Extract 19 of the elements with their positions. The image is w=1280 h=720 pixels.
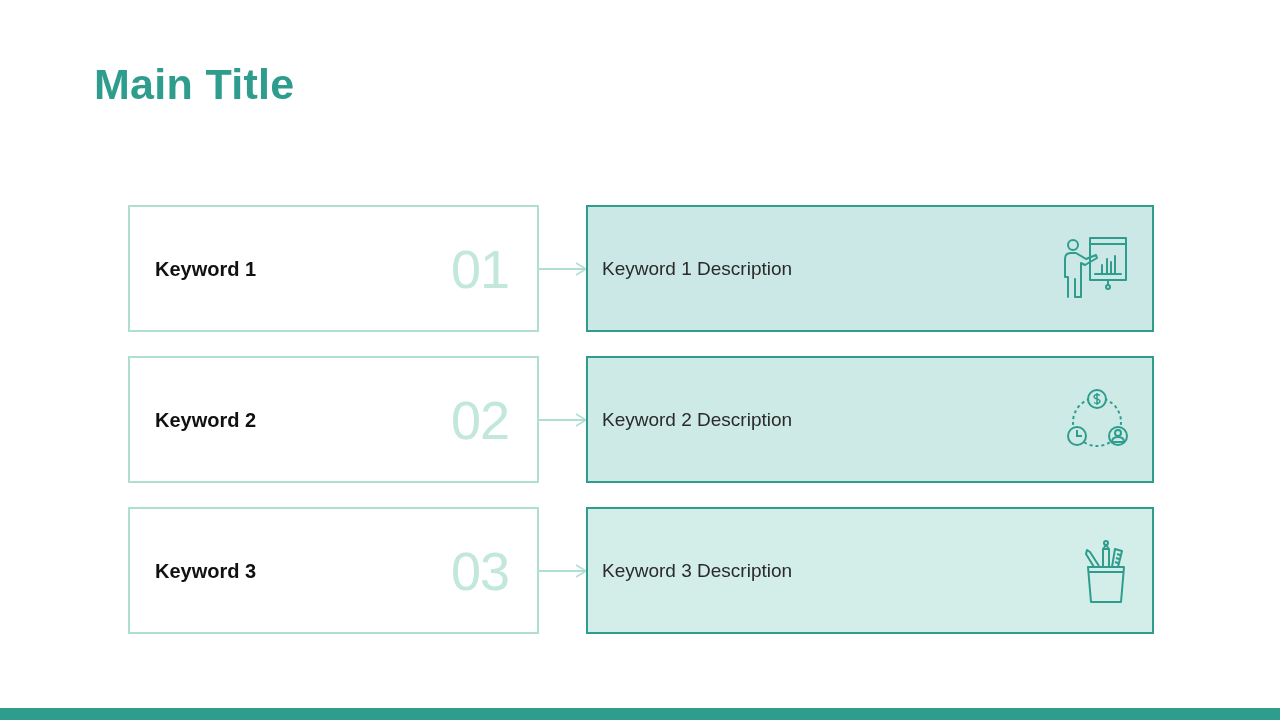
step-number: 03 (450, 539, 509, 602)
arrow (538, 413, 587, 427)
description-text: Keyword 2 Description (602, 408, 793, 431)
description-box (586, 507, 1154, 634)
arrow (538, 564, 587, 578)
arrow (538, 262, 587, 276)
keyword-box (128, 205, 539, 332)
description-text: Keyword 3 Description (602, 559, 793, 582)
description-text: Keyword 1 Description (602, 257, 793, 280)
main-title: Main Title (94, 60, 295, 109)
description-box (586, 205, 1154, 332)
description-box (586, 356, 1154, 483)
keyword-label: Keyword 3 (155, 559, 257, 582)
keyword-box (128, 356, 539, 483)
keyword-box (128, 507, 539, 634)
step-number: 02 (450, 388, 509, 451)
keyword-label: Keyword 1 (155, 257, 257, 280)
step-number: 01 (450, 237, 509, 300)
keyword-label: Keyword 2 (155, 408, 257, 431)
